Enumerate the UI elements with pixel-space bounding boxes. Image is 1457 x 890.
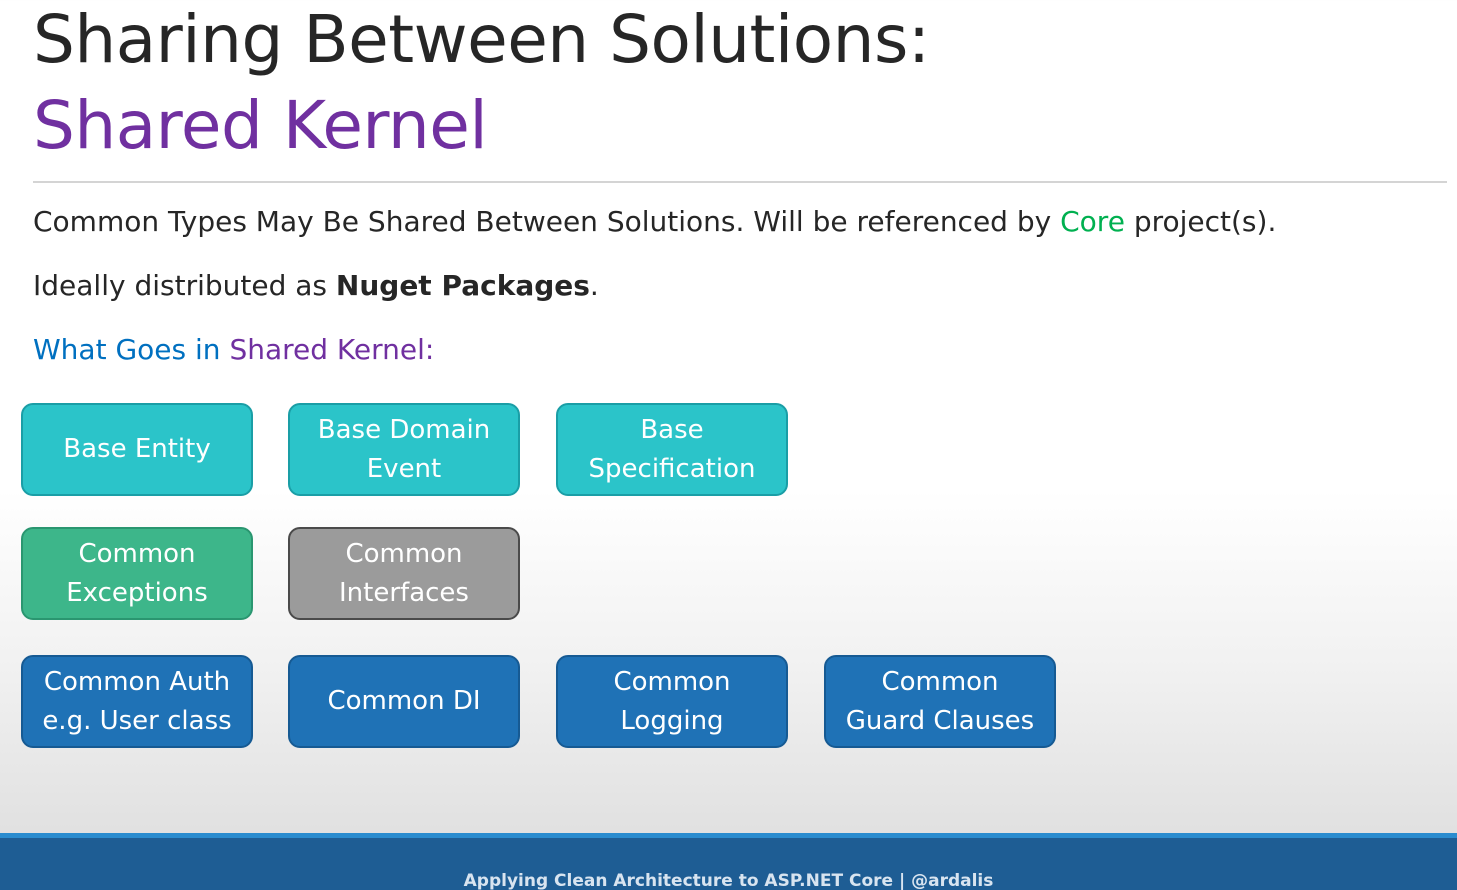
box-label: Specification [588, 453, 756, 484]
box-label: Common [613, 666, 731, 697]
subheading: What Goes in Shared Kernel: [33, 332, 434, 368]
box-label: e.g. User class [42, 705, 232, 736]
box-label: Guard Clauses [845, 705, 1035, 736]
box-common-di: Common DI [288, 655, 520, 748]
box-label: Event [366, 453, 442, 484]
box-label: Exceptions [66, 577, 208, 608]
intro-text-end: project(s). [1124, 205, 1277, 238]
title-divider [33, 181, 1447, 183]
intro-paragraph: Common Types May Be Shared Between Solut… [33, 204, 1276, 240]
box-label: Logging [620, 705, 724, 736]
box-label: Common Auth [43, 666, 231, 697]
slide-title: Sharing Between Solutions: [33, 1, 930, 78]
box-base-entity: Base Entity [21, 403, 253, 496]
distribution-paragraph: Ideally distributed as Nuget Packages. [33, 268, 599, 304]
footer-text: Applying Clean Architecture to ASP.NET C… [463, 871, 994, 890]
core-highlight: Core [1060, 205, 1125, 238]
box-common-auth: Common Auth e.g. User class [21, 655, 253, 748]
box-label: Base Domain [317, 414, 491, 445]
box-label: Interfaces [339, 577, 469, 608]
distribution-text: Ideally distributed as [33, 269, 336, 302]
box-label: Common DI [327, 686, 481, 716]
footer-bar: Applying Clean Architecture to ASP.NET C… [0, 833, 1457, 890]
subheading-part2: Shared Kernel: [229, 333, 435, 366]
slide-title-highlight: Shared Kernel [33, 87, 488, 164]
box-label: Common [881, 666, 999, 697]
distribution-text-end: . [589, 269, 599, 302]
intro-text: Common Types May Be Shared Between Solut… [33, 205, 1061, 238]
subheading-part1: What Goes in [33, 333, 230, 366]
box-label: Common [78, 538, 196, 569]
box-label: Base Entity [63, 434, 211, 464]
nuget-highlight: Nuget Packages [335, 269, 590, 302]
box-label: Common [345, 538, 463, 569]
box-label: Base [640, 414, 704, 445]
